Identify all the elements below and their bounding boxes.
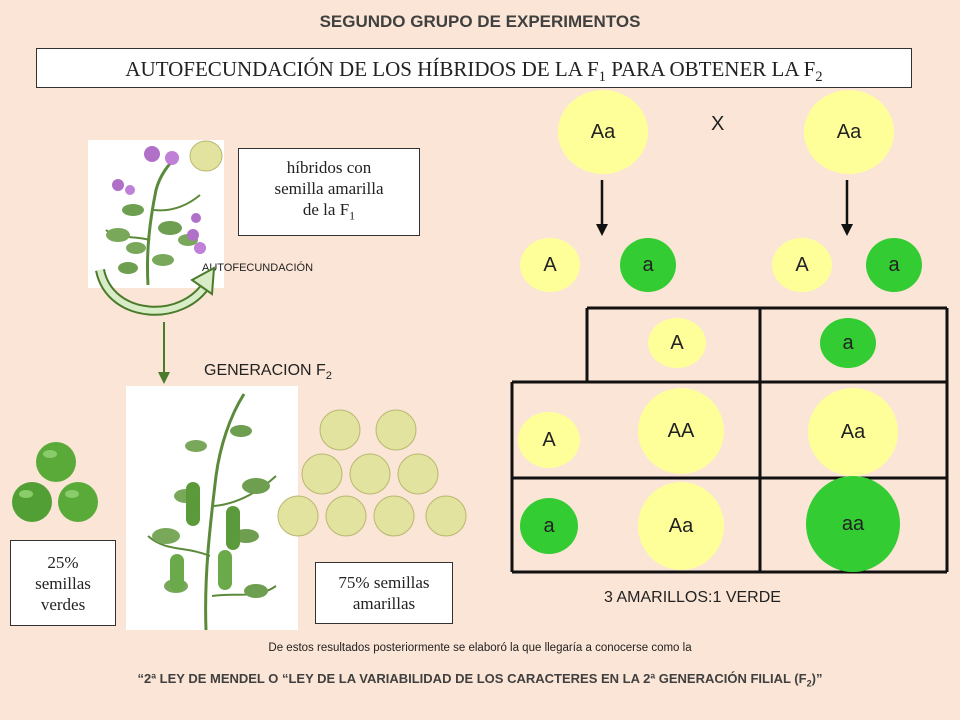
yellow-seeds-image xyxy=(277,409,467,537)
cross-symbol: X xyxy=(711,113,725,135)
hybrid-sub: 1 xyxy=(349,208,356,223)
green-percentage-box: 25% semillas verdes xyxy=(10,540,116,626)
hybrid-line2: semilla amarilla xyxy=(274,179,384,199)
gamete-dominant-1: A xyxy=(520,238,580,292)
punnett-cell-Aa-bottom: Aa xyxy=(638,482,724,570)
pea-plant-pods-image xyxy=(126,386,298,630)
subtitle-main: AUTOFECUNDACIÓN DE LOS HÍBRIDOS DE LA F xyxy=(125,57,599,81)
subtitle-mid: PARA OBTENER LA F xyxy=(606,57,816,81)
self-fertilization-arrow xyxy=(95,266,216,316)
green-seeds-image xyxy=(12,442,98,522)
page-heading: SEGUNDO GRUPO DE EXPERIMENTOS xyxy=(319,12,641,31)
punnett-row-recessive: a xyxy=(520,498,578,554)
pea-plant-flowering-image xyxy=(88,140,224,288)
phenotype-ratio: 3 AMARILLOS:1 VERDE xyxy=(604,589,781,606)
gamete-dominant-2: A xyxy=(772,238,832,292)
punnett-row-dominant: A xyxy=(518,412,580,468)
parent2-genotype: Aa xyxy=(804,90,894,174)
punnett-header-recessive: a xyxy=(820,318,876,368)
yellow-percentage-box: 75% semillas amarillas xyxy=(315,562,453,624)
punnett-cell-Aa-top: Aa xyxy=(808,388,898,476)
parent1-genotype: Aa xyxy=(558,90,648,174)
generation-label: GENERACION F2 xyxy=(204,362,333,383)
punnett-grid xyxy=(510,306,949,574)
generation-down-arrow xyxy=(158,322,170,384)
gamete-recessive-2: a xyxy=(866,238,922,292)
footer-note: De estos resultados posteriormente se el… xyxy=(268,642,692,654)
parent1-arrow xyxy=(596,180,608,236)
punnett-cell-aa: aa xyxy=(806,476,900,572)
hybrid-line1: híbridos con xyxy=(286,158,372,178)
subtitle-box: AUTOFECUNDACIÓN DE LOS HÍBRIDOS DE LA F1… xyxy=(36,48,912,88)
hybrid-line3: de la F xyxy=(302,200,350,220)
parent2-arrow xyxy=(841,180,853,236)
subtitle-sub1: 1 xyxy=(598,69,607,86)
punnett-header-dominant: A xyxy=(648,318,706,368)
autofecundacion-label: AUTOFECUNDACIÓN xyxy=(202,262,314,274)
subtitle-sub2: 2 xyxy=(815,69,823,86)
gamete-recessive-1: a xyxy=(620,238,676,292)
punnett-cell-AA: AA xyxy=(638,388,724,474)
mendel-law-title: “2ª LEY DE MENDEL O “LEY DE LA VARIABILI… xyxy=(137,671,823,689)
hybrid-description-box: híbridos con semilla amarilla de la F1 xyxy=(238,148,420,236)
